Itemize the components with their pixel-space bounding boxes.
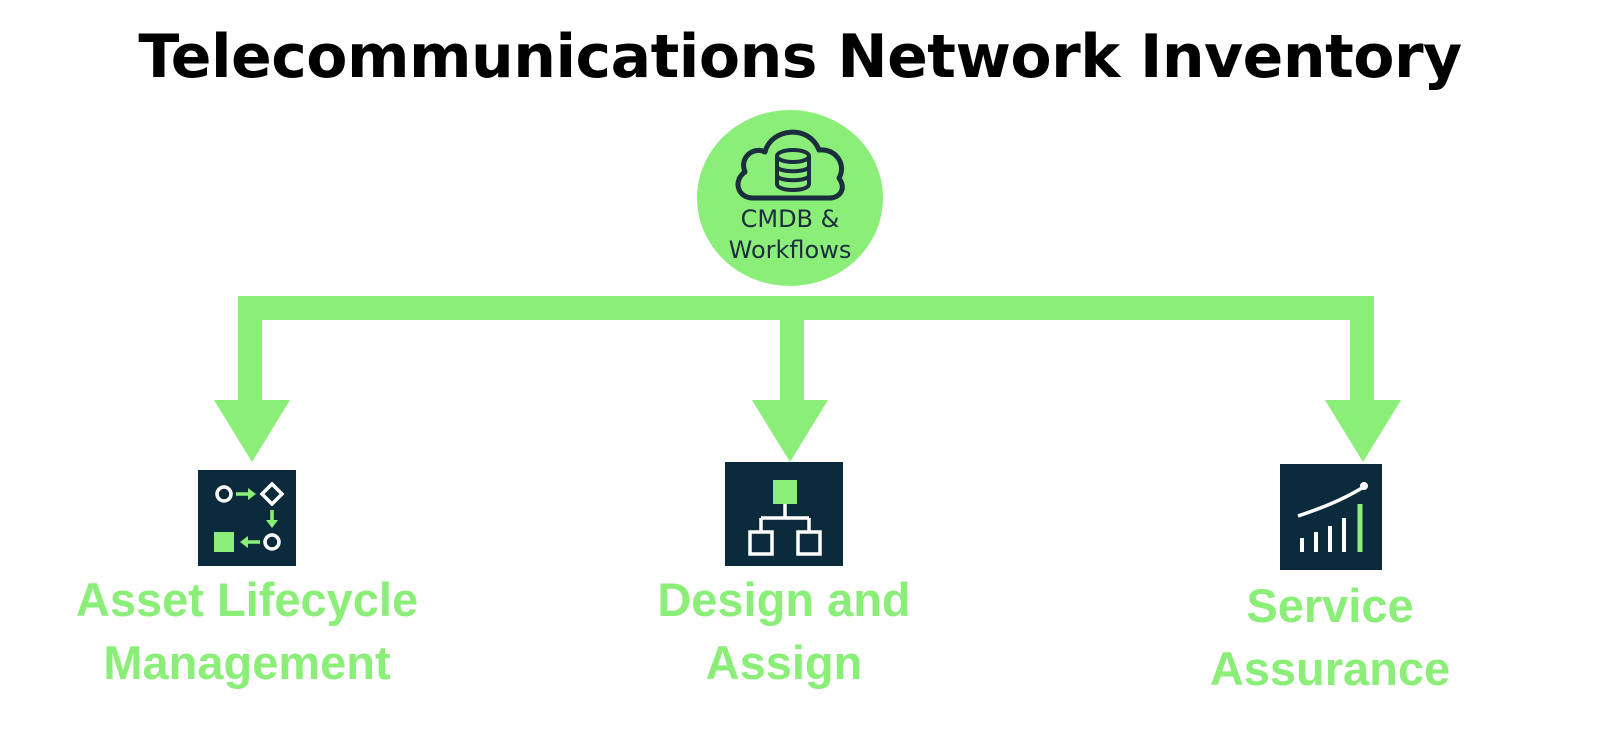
workflow-process-icon (214, 481, 285, 552)
growth-chart-icon (1297, 482, 1368, 552)
connector-horizontal-bar (238, 296, 1374, 320)
design-assign-label-line-2: Assign (705, 636, 863, 689)
hierarchy-icon (748, 480, 822, 556)
connector-stem-right (1350, 296, 1374, 402)
service-assurance-label-line-1: Service (1246, 579, 1414, 632)
asset-lifecycle-label-line-1: Asset Lifecycle (75, 573, 419, 626)
service-assurance-tile (1280, 464, 1382, 570)
cmdb-hub-circle: CMDB & Workflows (697, 110, 883, 286)
arrow-head-center (752, 400, 828, 462)
asset-lifecycle-label-line-2: Management (103, 636, 391, 689)
design-assign-label: Design and Assign (584, 568, 984, 694)
design-assign-tile (725, 462, 843, 566)
page-title: Telecommunications Network Inventory (138, 22, 1462, 92)
hub-label: CMDB & Workflows (697, 204, 883, 266)
hub-label-line-1: CMDB & (740, 205, 840, 233)
arrow-head-left (214, 400, 290, 462)
connector-stem-left (238, 296, 262, 402)
connector-stem-center (780, 296, 804, 402)
asset-lifecycle-label: Asset Lifecycle Management (47, 568, 447, 694)
service-assurance-label-line-2: Assurance (1209, 642, 1451, 695)
hub-label-line-2: Workflows (728, 236, 852, 264)
arrow-head-right (1325, 400, 1401, 462)
service-assurance-label: Service Assurance (1130, 574, 1530, 700)
asset-lifecycle-tile (198, 470, 296, 566)
design-assign-label-line-1: Design and (657, 573, 911, 626)
cloud-database-icon (735, 129, 845, 201)
